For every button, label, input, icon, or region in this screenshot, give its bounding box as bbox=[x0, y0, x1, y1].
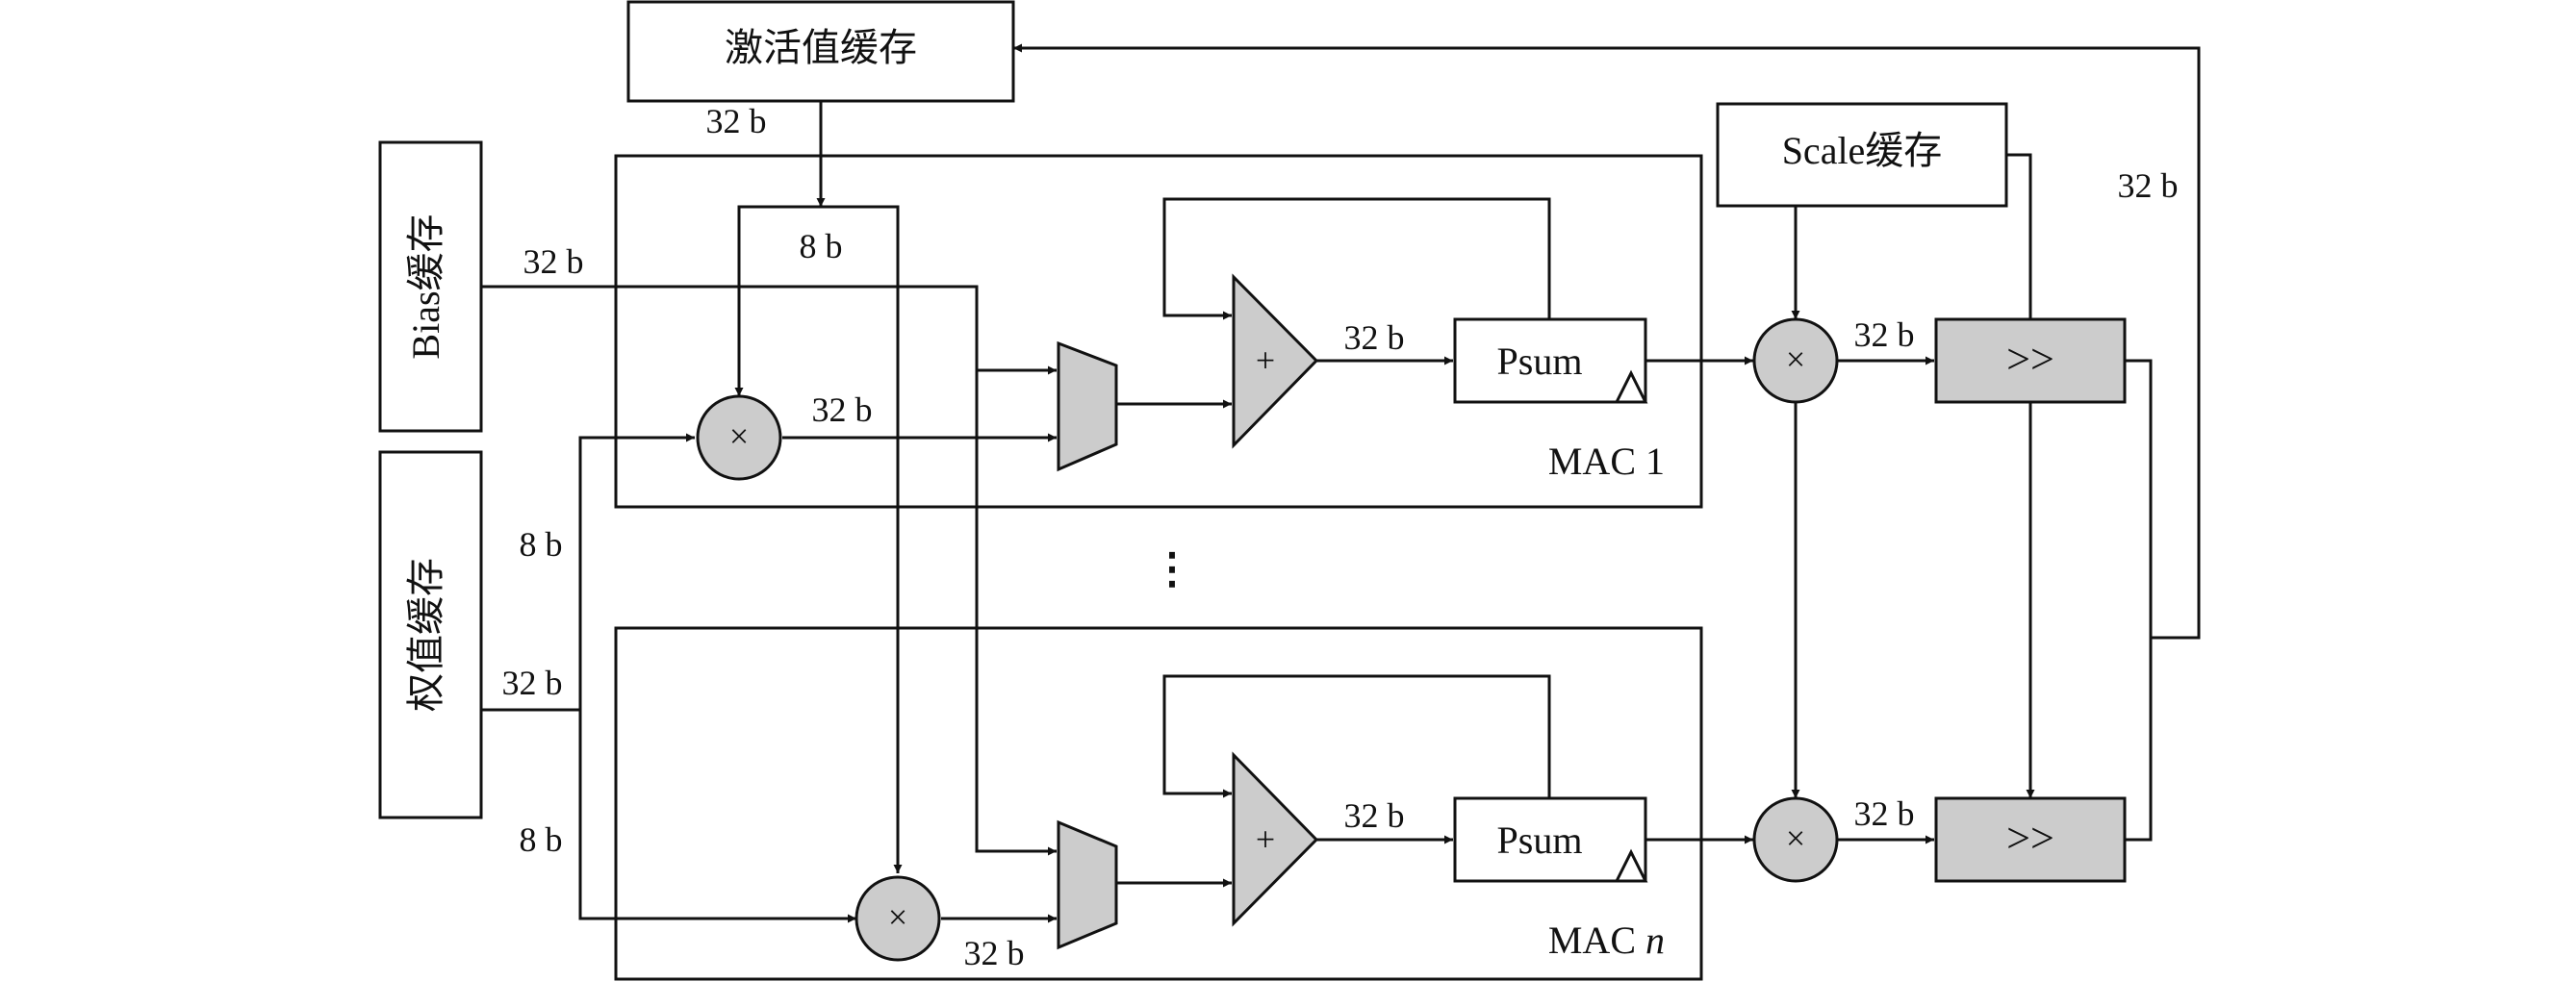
mac1-multiplier: × bbox=[696, 394, 782, 481]
bit-label-bias: 32 b bbox=[523, 242, 584, 281]
bit-label-mul1-out: 32 b bbox=[812, 390, 873, 429]
bias-wire-macn bbox=[975, 370, 1057, 856]
shifter-n: >> bbox=[1934, 796, 2127, 883]
bit-label-add1-out: 32 b bbox=[1344, 318, 1405, 357]
macn-label: MAC n bbox=[1548, 919, 1665, 962]
bit-label-add2-out: 32 b bbox=[1344, 796, 1405, 835]
macn-multiplier: × bbox=[854, 875, 941, 962]
macn-label-prefix: MAC bbox=[1548, 919, 1636, 962]
scale-multiplier-n: × bbox=[1752, 796, 1839, 883]
scale-multiplier-n-symbol: × bbox=[1786, 818, 1805, 857]
weight-wire-mac1 bbox=[578, 433, 695, 710]
scale-multiplier-1-symbol: × bbox=[1786, 340, 1805, 378]
shift-ctrl-wire-top bbox=[2006, 153, 2032, 319]
scale-multiplier-1: × bbox=[1752, 317, 1839, 404]
bit-label-act-tap: 8 b bbox=[800, 227, 843, 265]
bit-label-weight-tap1: 8 b bbox=[520, 525, 563, 564]
macn-psum-feedback-wire bbox=[1162, 674, 1551, 798]
bit-label-scale-mul2-out: 32 b bbox=[1854, 794, 1915, 833]
macn-mux bbox=[1057, 819, 1118, 950]
mac1-adder: + bbox=[1232, 273, 1319, 449]
mac1-label: MAC 1 bbox=[1548, 440, 1665, 483]
shifter-n-symbol: >> bbox=[2006, 815, 2054, 862]
mac1-adder-symbol: + bbox=[1256, 340, 1275, 379]
bit-label-weight-in: 32 b bbox=[502, 664, 563, 702]
scale-buffer: Scale缓存 bbox=[1716, 102, 2008, 208]
macn-adder: + bbox=[1232, 751, 1319, 927]
macn-adder-symbol: + bbox=[1256, 819, 1275, 858]
ellipsis-dots: ⋮ bbox=[1151, 545, 1193, 592]
mac1-psum-label: Psum bbox=[1497, 340, 1583, 383]
macn-psum-label: Psum bbox=[1497, 818, 1583, 862]
shifter-1: >> bbox=[1934, 317, 2127, 404]
bias-buffer-label: Bias缓存 bbox=[404, 214, 447, 359]
mac1-multiplier-symbol: × bbox=[729, 416, 749, 455]
mac1-psum-register: Psum bbox=[1453, 317, 1648, 404]
bit-label-weight-tap2: 8 b bbox=[520, 820, 563, 859]
act-wire-macn bbox=[821, 205, 903, 873]
activation-buffer-label: 激活值缓存 bbox=[725, 26, 917, 69]
macn-multiplier-symbol: × bbox=[888, 897, 907, 936]
shifter-1-symbol: >> bbox=[2006, 336, 2054, 383]
bias-buffer: Bias缓存 bbox=[378, 140, 483, 433]
macn-psum-register: Psum bbox=[1453, 796, 1648, 883]
macn-clock-triangle bbox=[1614, 848, 1648, 883]
feedback-wire bbox=[1013, 43, 2201, 640]
mac1-psum-feedback-wire bbox=[1162, 197, 1551, 320]
activation-buffer: 激活值缓存 bbox=[626, 0, 1015, 103]
bit-label-scale-mul1-out: 32 b bbox=[1854, 315, 1915, 354]
act-wire-mac1 bbox=[734, 205, 821, 396]
mac1-clock-triangle bbox=[1614, 369, 1648, 404]
shiftn-out-wire bbox=[2125, 638, 2153, 842]
bit-label-muln-out: 32 b bbox=[964, 934, 1025, 972]
bit-label-act-out: 32 b bbox=[706, 102, 767, 140]
weight-buffer: 权值缓存 bbox=[378, 450, 483, 819]
macn-label-index: n bbox=[1645, 919, 1665, 962]
bias-wire-mac1 bbox=[481, 285, 1057, 375]
bit-label-feedback: 32 b bbox=[2118, 166, 2179, 205]
weight-buffer-label: 权值缓存 bbox=[404, 558, 447, 712]
mac1-mux bbox=[1057, 340, 1118, 472]
scale-buffer-label: Scale缓存 bbox=[1782, 129, 1943, 172]
weight-wire-macn bbox=[578, 710, 856, 923]
shift1-out-wire bbox=[2125, 359, 2153, 638]
